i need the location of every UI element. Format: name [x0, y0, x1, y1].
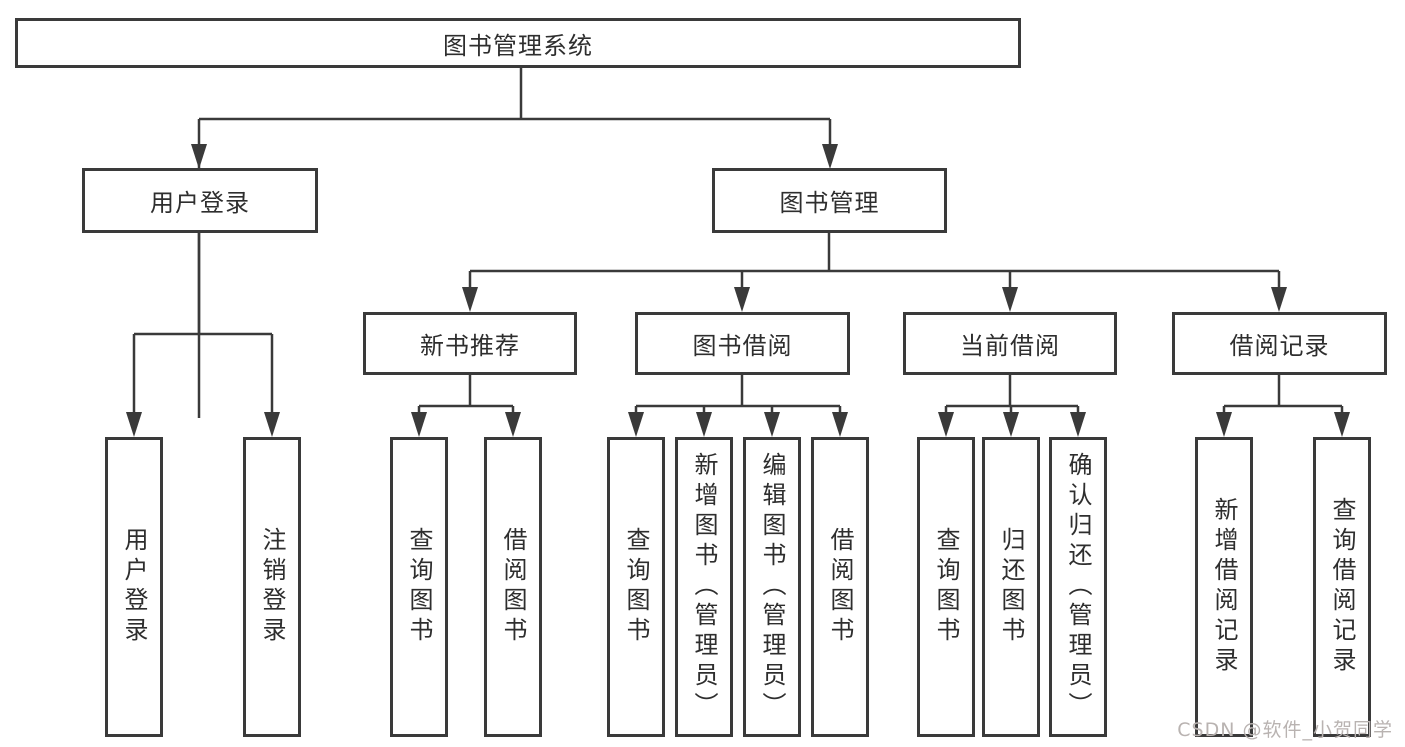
leaf-logout: 注销登录 — [243, 437, 301, 737]
node-new-book-recommend-label: 新书推荐 — [420, 332, 520, 360]
node-root-system: 图书管理系统 — [15, 18, 1021, 68]
leaf-borrow-query-books-label: 查询图书 — [622, 527, 650, 647]
connector-manage-group — [468, 233, 1281, 293]
connector-login-group — [132, 233, 274, 418]
leaf-records-add-borrow-record-label: 新增借阅记录 — [1210, 497, 1238, 677]
leaf-user-login: 用户登录 — [105, 437, 163, 737]
node-book-management-label: 图书管理 — [779, 189, 880, 217]
leaf-current-query-books-label: 查询图书 — [932, 527, 960, 647]
csdn-watermark: CSDN @软件_小贺同学 — [1177, 719, 1393, 741]
leaf-recommend-query-books: 查询图书 — [390, 437, 448, 737]
leaf-borrow-borrow-books-label: 借阅图书 — [826, 527, 854, 647]
connector-recommend-group — [417, 375, 515, 418]
node-user-login-label: 用户登录 — [150, 189, 250, 217]
leaf-records-query-borrow-record-label: 查询借阅记录 — [1328, 497, 1356, 677]
leaf-records-add-borrow-record: 新增借阅记录 — [1195, 437, 1253, 737]
leaf-borrow-borrow-books: 借阅图书 — [811, 437, 869, 737]
leaf-records-query-borrow-record: 查询借阅记录 — [1313, 437, 1371, 737]
connector-borrow-group — [634, 375, 842, 418]
leaf-borrow-add-books-admin-label: 新增图书（管理员） — [690, 452, 718, 722]
leaf-current-confirm-return-admin: 确认归还（管理员） — [1049, 437, 1107, 737]
connector-current-group — [944, 375, 1080, 418]
leaf-current-return-books-label: 归还图书 — [997, 527, 1025, 647]
arrowheads — [126, 144, 1350, 437]
node-book-borrow: 图书借阅 — [635, 312, 850, 375]
leaf-current-confirm-return-admin-label: 确认归还（管理员） — [1064, 452, 1092, 722]
node-current-borrow-label: 当前借阅 — [960, 332, 1060, 360]
leaf-logout-label: 注销登录 — [258, 527, 286, 647]
leaf-borrow-query-books: 查询图书 — [607, 437, 665, 737]
node-book-borrow-label: 图书借阅 — [692, 332, 793, 360]
node-book-management: 图书管理 — [712, 168, 947, 233]
leaf-current-query-books: 查询图书 — [917, 437, 975, 737]
node-root-system-label: 图书管理系统 — [443, 31, 593, 60]
connector-records-group — [1222, 375, 1344, 418]
node-new-book-recommend: 新书推荐 — [363, 312, 577, 375]
leaf-current-return-books: 归还图书 — [982, 437, 1040, 737]
node-borrow-records: 借阅记录 — [1172, 312, 1387, 375]
node-current-borrow: 当前借阅 — [903, 312, 1117, 375]
leaf-borrow-edit-books-admin: 编辑图书（管理员） — [743, 437, 801, 737]
leaf-borrow-edit-books-admin-label: 编辑图书（管理员） — [758, 452, 786, 722]
leaf-recommend-borrow-books-label: 借阅图书 — [499, 527, 527, 647]
node-borrow-records-label: 借阅记录 — [1229, 332, 1330, 360]
leaf-borrow-add-books-admin: 新增图书（管理员） — [675, 437, 733, 737]
node-user-login: 用户登录 — [82, 168, 318, 233]
leaf-user-login-label: 用户登录 — [120, 527, 148, 647]
leaf-recommend-query-books-label: 查询图书 — [405, 527, 433, 647]
connector-root — [197, 68, 832, 418]
leaf-recommend-borrow-books: 借阅图书 — [484, 437, 542, 737]
